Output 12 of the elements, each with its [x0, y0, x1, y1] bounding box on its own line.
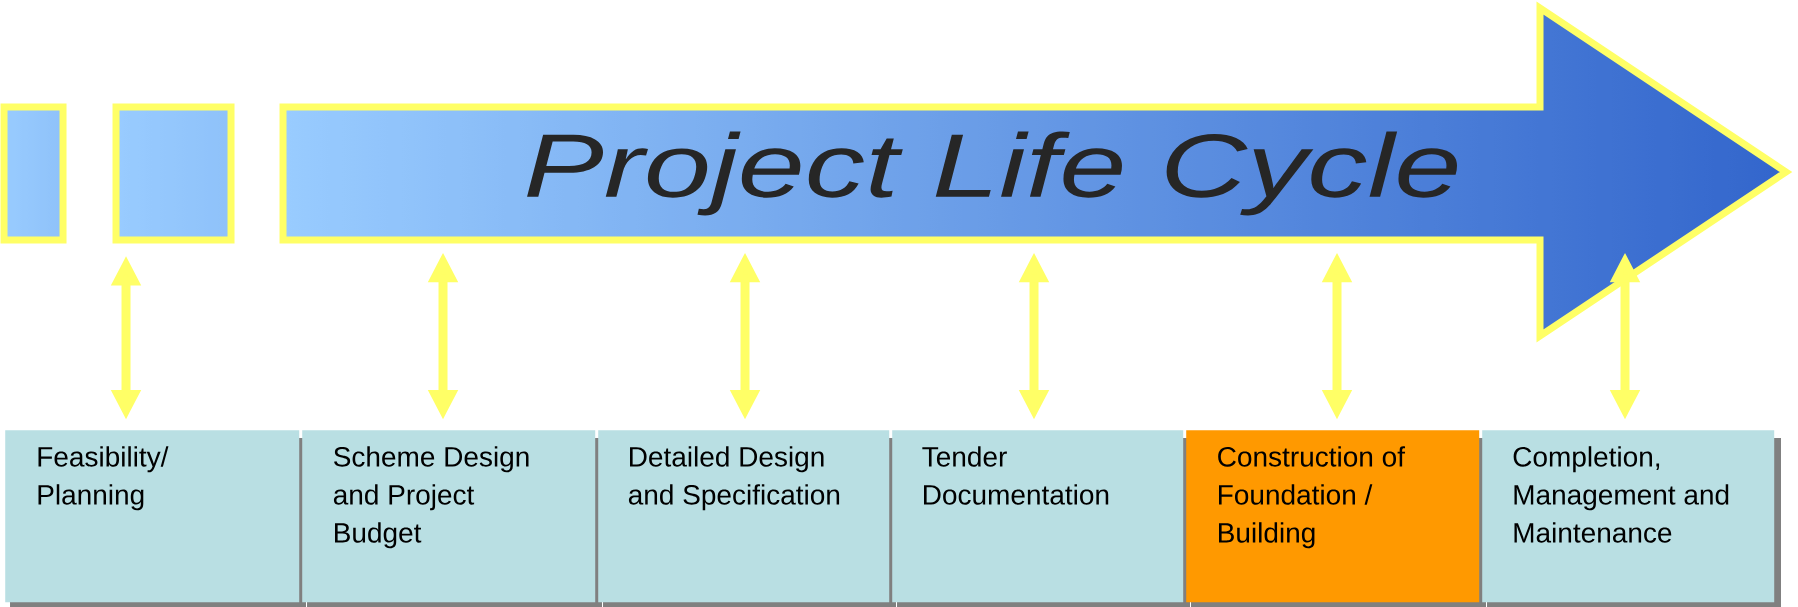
node-label: Feasibility/ Planning	[38, 446, 169, 511]
node-label: Detailed Design and Specification	[628, 446, 840, 511]
square-block	[112, 103, 235, 244]
arrow-banner: Project Life Cycle	[279, 1, 1793, 343]
phase-box: Detailed Design and Specification	[598, 430, 896, 607]
phase-box: Feasibility/ Planning	[5, 430, 306, 607]
phase-box: Construction of Foundation / Building	[1186, 430, 1486, 607]
phase-box: Scheme Design and Project Budget	[302, 430, 602, 607]
phase-box: Completion, Management and Maintenance	[1482, 430, 1781, 607]
square-block	[0, 103, 67, 244]
phase-box: Tender Documentation	[892, 430, 1190, 607]
node-label: Scheme Design and Project Budget	[333, 446, 529, 549]
